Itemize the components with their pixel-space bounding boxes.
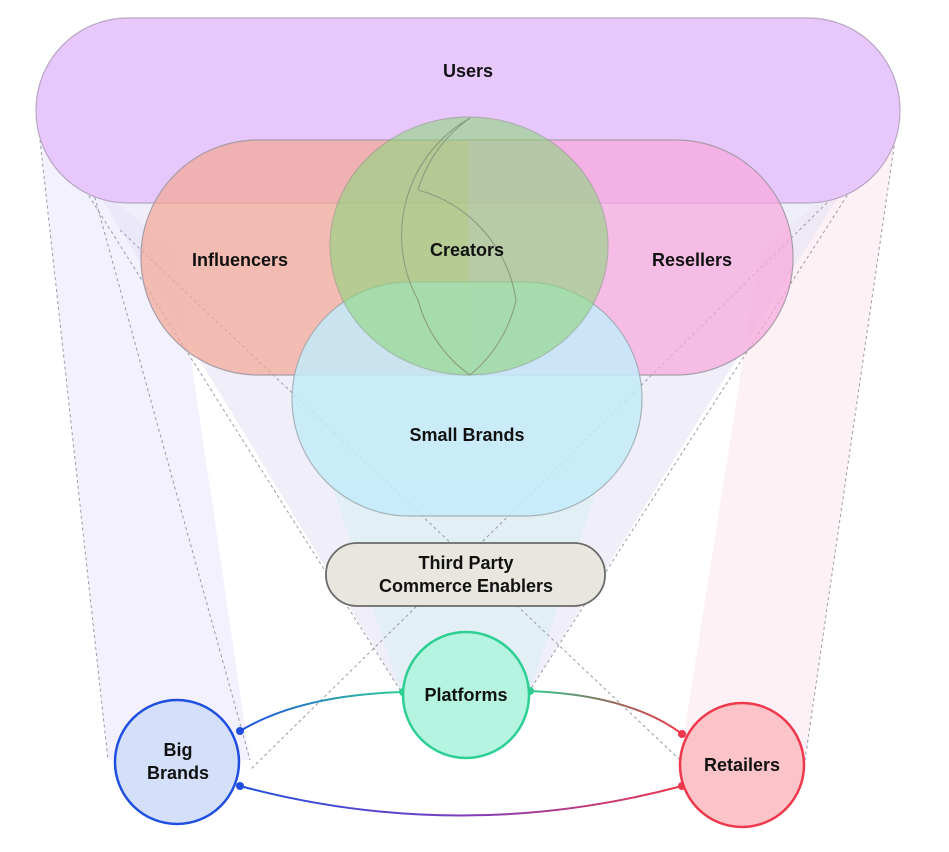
platforms-node	[401, 630, 531, 760]
funnel-retailers	[680, 140, 895, 760]
connector-dot	[236, 782, 244, 790]
big-brands-label-line2: Brands	[147, 763, 209, 783]
third-party-label-line1: Third Party	[418, 553, 513, 573]
retailers-node	[678, 701, 806, 829]
funnel-big-brands	[40, 140, 250, 760]
retailers-label: Retailers	[704, 755, 780, 775]
connection-platforms-retailers	[529, 690, 683, 735]
creators-inner-arc-right	[417, 117, 517, 376]
users-label: Users	[443, 61, 493, 81]
creators-group	[329, 116, 609, 376]
projection-line	[89, 179, 251, 761]
creators-label: Creators	[430, 240, 504, 260]
connection-bigbrands-retailers	[239, 785, 683, 817]
big-brands-label-line1: Big	[164, 740, 193, 760]
small-brands-label: Small Brands	[409, 425, 524, 445]
projection-line	[59, 149, 401, 691]
creators-inner-arc-left	[401, 117, 471, 376]
third-party-label-line2: Commerce Enablers	[379, 576, 553, 596]
connection-bigbrands-platforms	[239, 691, 404, 732]
projection-line	[39, 139, 109, 761]
projection-line	[804, 139, 896, 761]
connector-dot	[678, 730, 686, 738]
resellers-label: Resellers	[652, 250, 732, 270]
platforms-label: Platforms	[424, 685, 507, 705]
connector-dot	[236, 727, 244, 735]
influencers-label: Influencers	[192, 250, 288, 270]
third-party-commerce-enablers	[325, 542, 606, 607]
big-brands-node	[113, 698, 241, 826]
